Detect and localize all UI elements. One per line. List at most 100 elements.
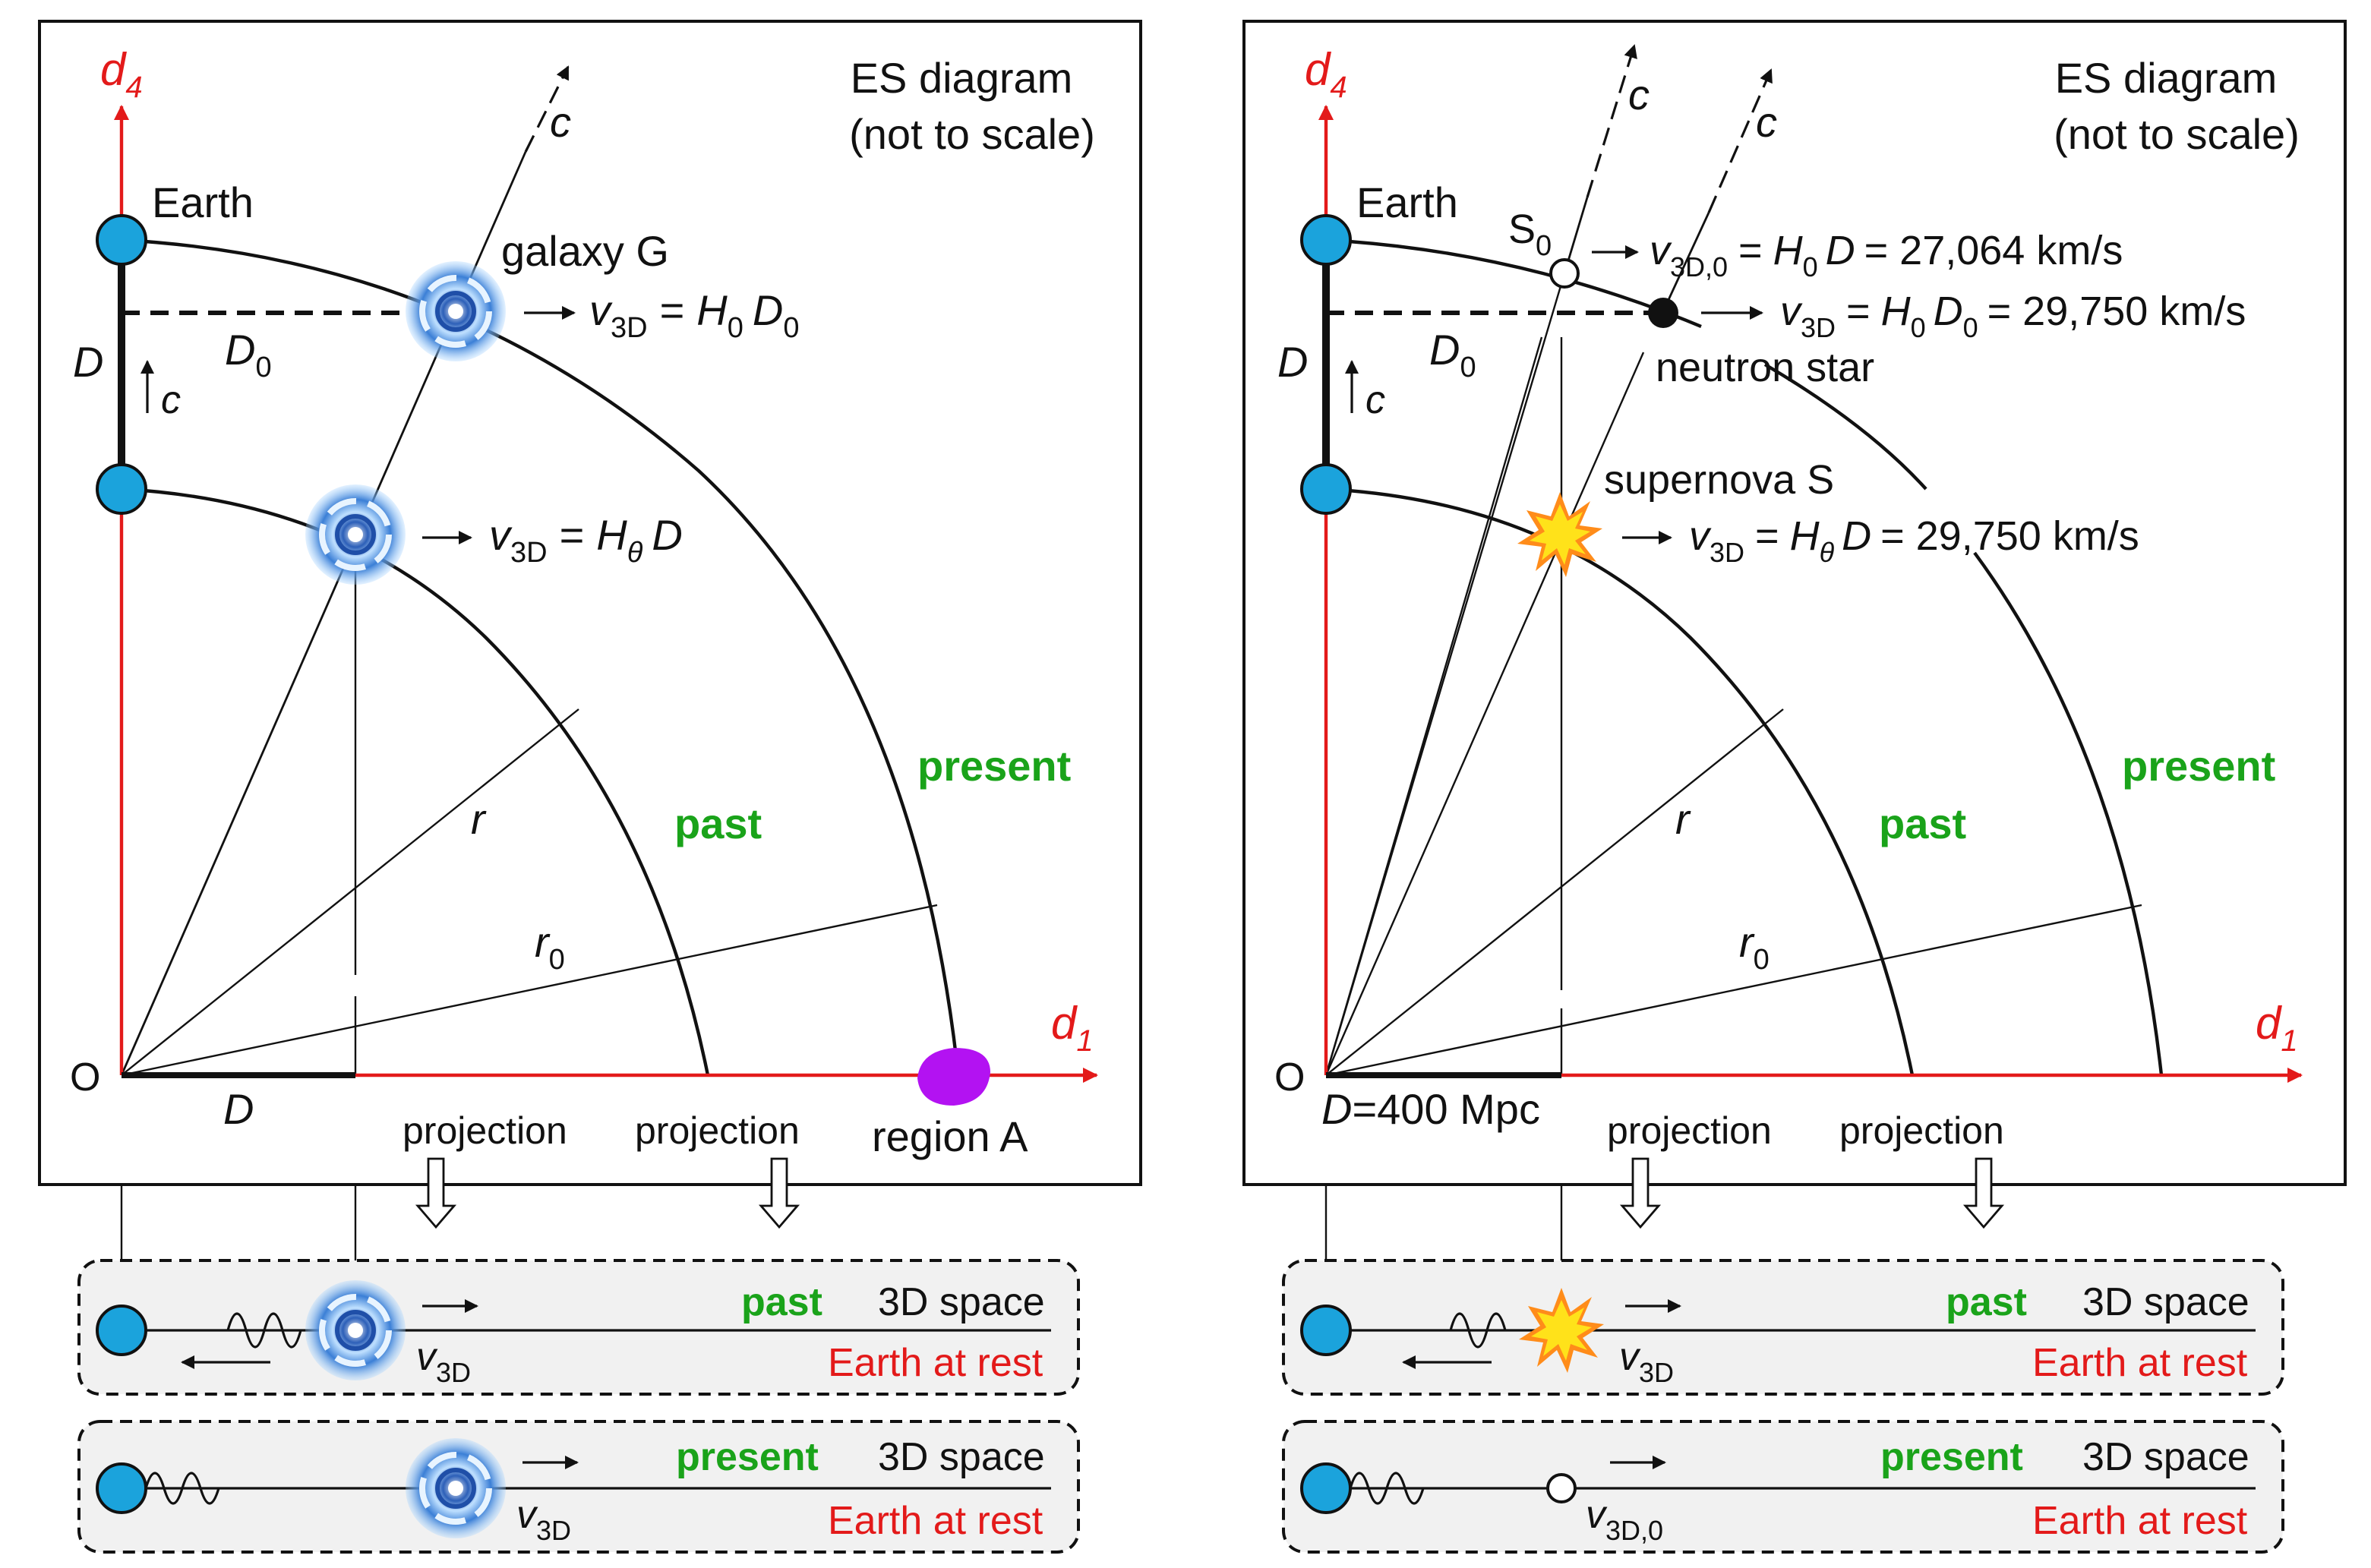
left-past-arc [121,487,710,1076]
right-present-label: present [2122,742,2275,790]
left-box-past-label: past [741,1280,822,1324]
right-r0-line [1325,904,2142,1077]
left-origin-label: O [70,1055,100,1099]
right-projection1-arrow [1619,1157,1662,1229]
left-c-label: c [550,98,571,146]
right-supernova-label: supernova S [1604,457,1834,503]
left-box-past-galaxy [305,1280,406,1380]
left-r0-line [121,904,938,1077]
right-neutron-star-marker [1648,298,1678,328]
right-caption-line2: (not to scale) [2054,110,2300,158]
left-present-label: present [917,742,1071,790]
right-box-present-wave [1349,1472,1425,1505]
right-caption-line1: ES diagram [2055,54,2278,102]
right-d4-label: d4 [1305,44,1347,104]
left-box-past-wave [226,1312,302,1349]
right-present-arc-mid [1763,363,1927,491]
left-box-present-earth [96,1462,147,1514]
left-projection1-label: projection [403,1109,567,1152]
left-projection2-label: projection [635,1109,800,1152]
right-box-past-space: 3D space [2082,1280,2249,1324]
right-ray-3 [1324,352,1645,1076]
right-box-present-earth [1300,1462,1352,1514]
right-origin-label: O [1274,1055,1305,1099]
left-box-past: v3D past 3D space Earth at rest [77,1259,1080,1396]
left-earth-label: Earth [152,178,254,226]
left-past-label: past [674,800,762,847]
right-ray-2 [1324,336,1543,1076]
right-projection2-arrow [1962,1157,2005,1229]
left-present-arc [121,238,959,1064]
left-box-present-galaxy [406,1438,506,1538]
right-box-past: v3D past 3D space Earth at rest [1282,1259,2284,1396]
right-box-past-label: past [1946,1280,2027,1324]
left-projection2-arrow [758,1157,800,1229]
right-present-arc-bottom [1973,551,2164,1076]
right-c2-solid [1662,212,1710,312]
right-box-present-S0 [1546,1473,1577,1503]
right-earth-present-dot [1300,214,1352,266]
right-c-up-label: c [1365,378,1385,422]
left-c-up-label: c [161,378,181,422]
right-projection1-label: projection [1607,1109,1772,1152]
left-d4-label: d4 [100,44,143,104]
right-r-label: r [1675,795,1691,843]
left-box-past-earth [96,1305,147,1356]
left-box-present-rest: Earth at rest [828,1499,1043,1543]
right-d1-label: d1 [2256,998,2298,1058]
right-frame [1242,20,2347,1186]
left-d1-label: d1 [1051,998,1094,1058]
left-caption-line1: ES diagram [851,54,1073,102]
right-D-vertical-label: D [1277,338,1308,386]
left-region-label: region A [872,1112,1028,1160]
right-earth-label: Earth [1356,178,1458,226]
left-r0-label: r0 [535,918,565,976]
right-box-present-v: v3D,0 [1586,1493,1663,1546]
left-box-present-frame [77,1420,1080,1554]
left-box-present-wave [144,1472,220,1505]
right-neutron-star-label: neutron star [1656,345,1874,390]
left-D0-label: D0 [225,326,272,383]
right-c-label-2: c [1756,98,1777,146]
right-box-present-frame [1282,1420,2284,1554]
right-c-label-1: c [1628,71,1650,118]
left-box-present-label: present [676,1435,819,1479]
left-frame [38,20,1142,1186]
right-past-arc [1325,487,1915,1076]
left-box-present-space: 3D space [878,1435,1045,1479]
right-box-present-space: 3D space [2082,1435,2249,1479]
left-galaxy-past [305,484,406,585]
left-r-label: r [471,795,487,843]
right-box-past-v: v3D [1619,1335,1674,1388]
right-box-present-label: present [1880,1435,2023,1479]
right-projection2-label: projection [1839,1109,2004,1152]
right-S0-label: S0 [1508,207,1552,262]
right-r-line [1325,708,1784,1076]
left-galaxy-present [406,261,506,361]
right-box-past-wave [1449,1312,1507,1349]
right-box-past-rest: Earth at rest [2032,1341,2248,1385]
left-box-present: v3D present 3D space Earth at rest [77,1420,1080,1554]
left-region-A-blob [917,1048,990,1106]
right-D0-label: D0 [1429,326,1476,383]
left-projection1-arrow [415,1157,457,1229]
right-S0-marker [1549,258,1580,289]
left-box-present-v: v3D [516,1493,571,1546]
right-box-present: v3D,0 present 3D space Earth at rest [1282,1420,2284,1554]
left-box-past-v: v3D [416,1335,471,1388]
left-galaxy-label: galaxy G [501,227,669,275]
right-panel: ES diagram (not to scale) d4 d1 O Earth [1242,20,2347,1554]
left-D-vertical-label: D [73,338,103,386]
right-box-past-frame [1282,1259,2284,1396]
left-earth-past-dot [96,463,147,515]
right-box-present-rest: Earth at rest [2032,1499,2248,1543]
right-past-label: past [1879,800,1966,847]
left-earth-present-dot [96,214,147,266]
right-r0-label: r0 [1739,918,1770,976]
